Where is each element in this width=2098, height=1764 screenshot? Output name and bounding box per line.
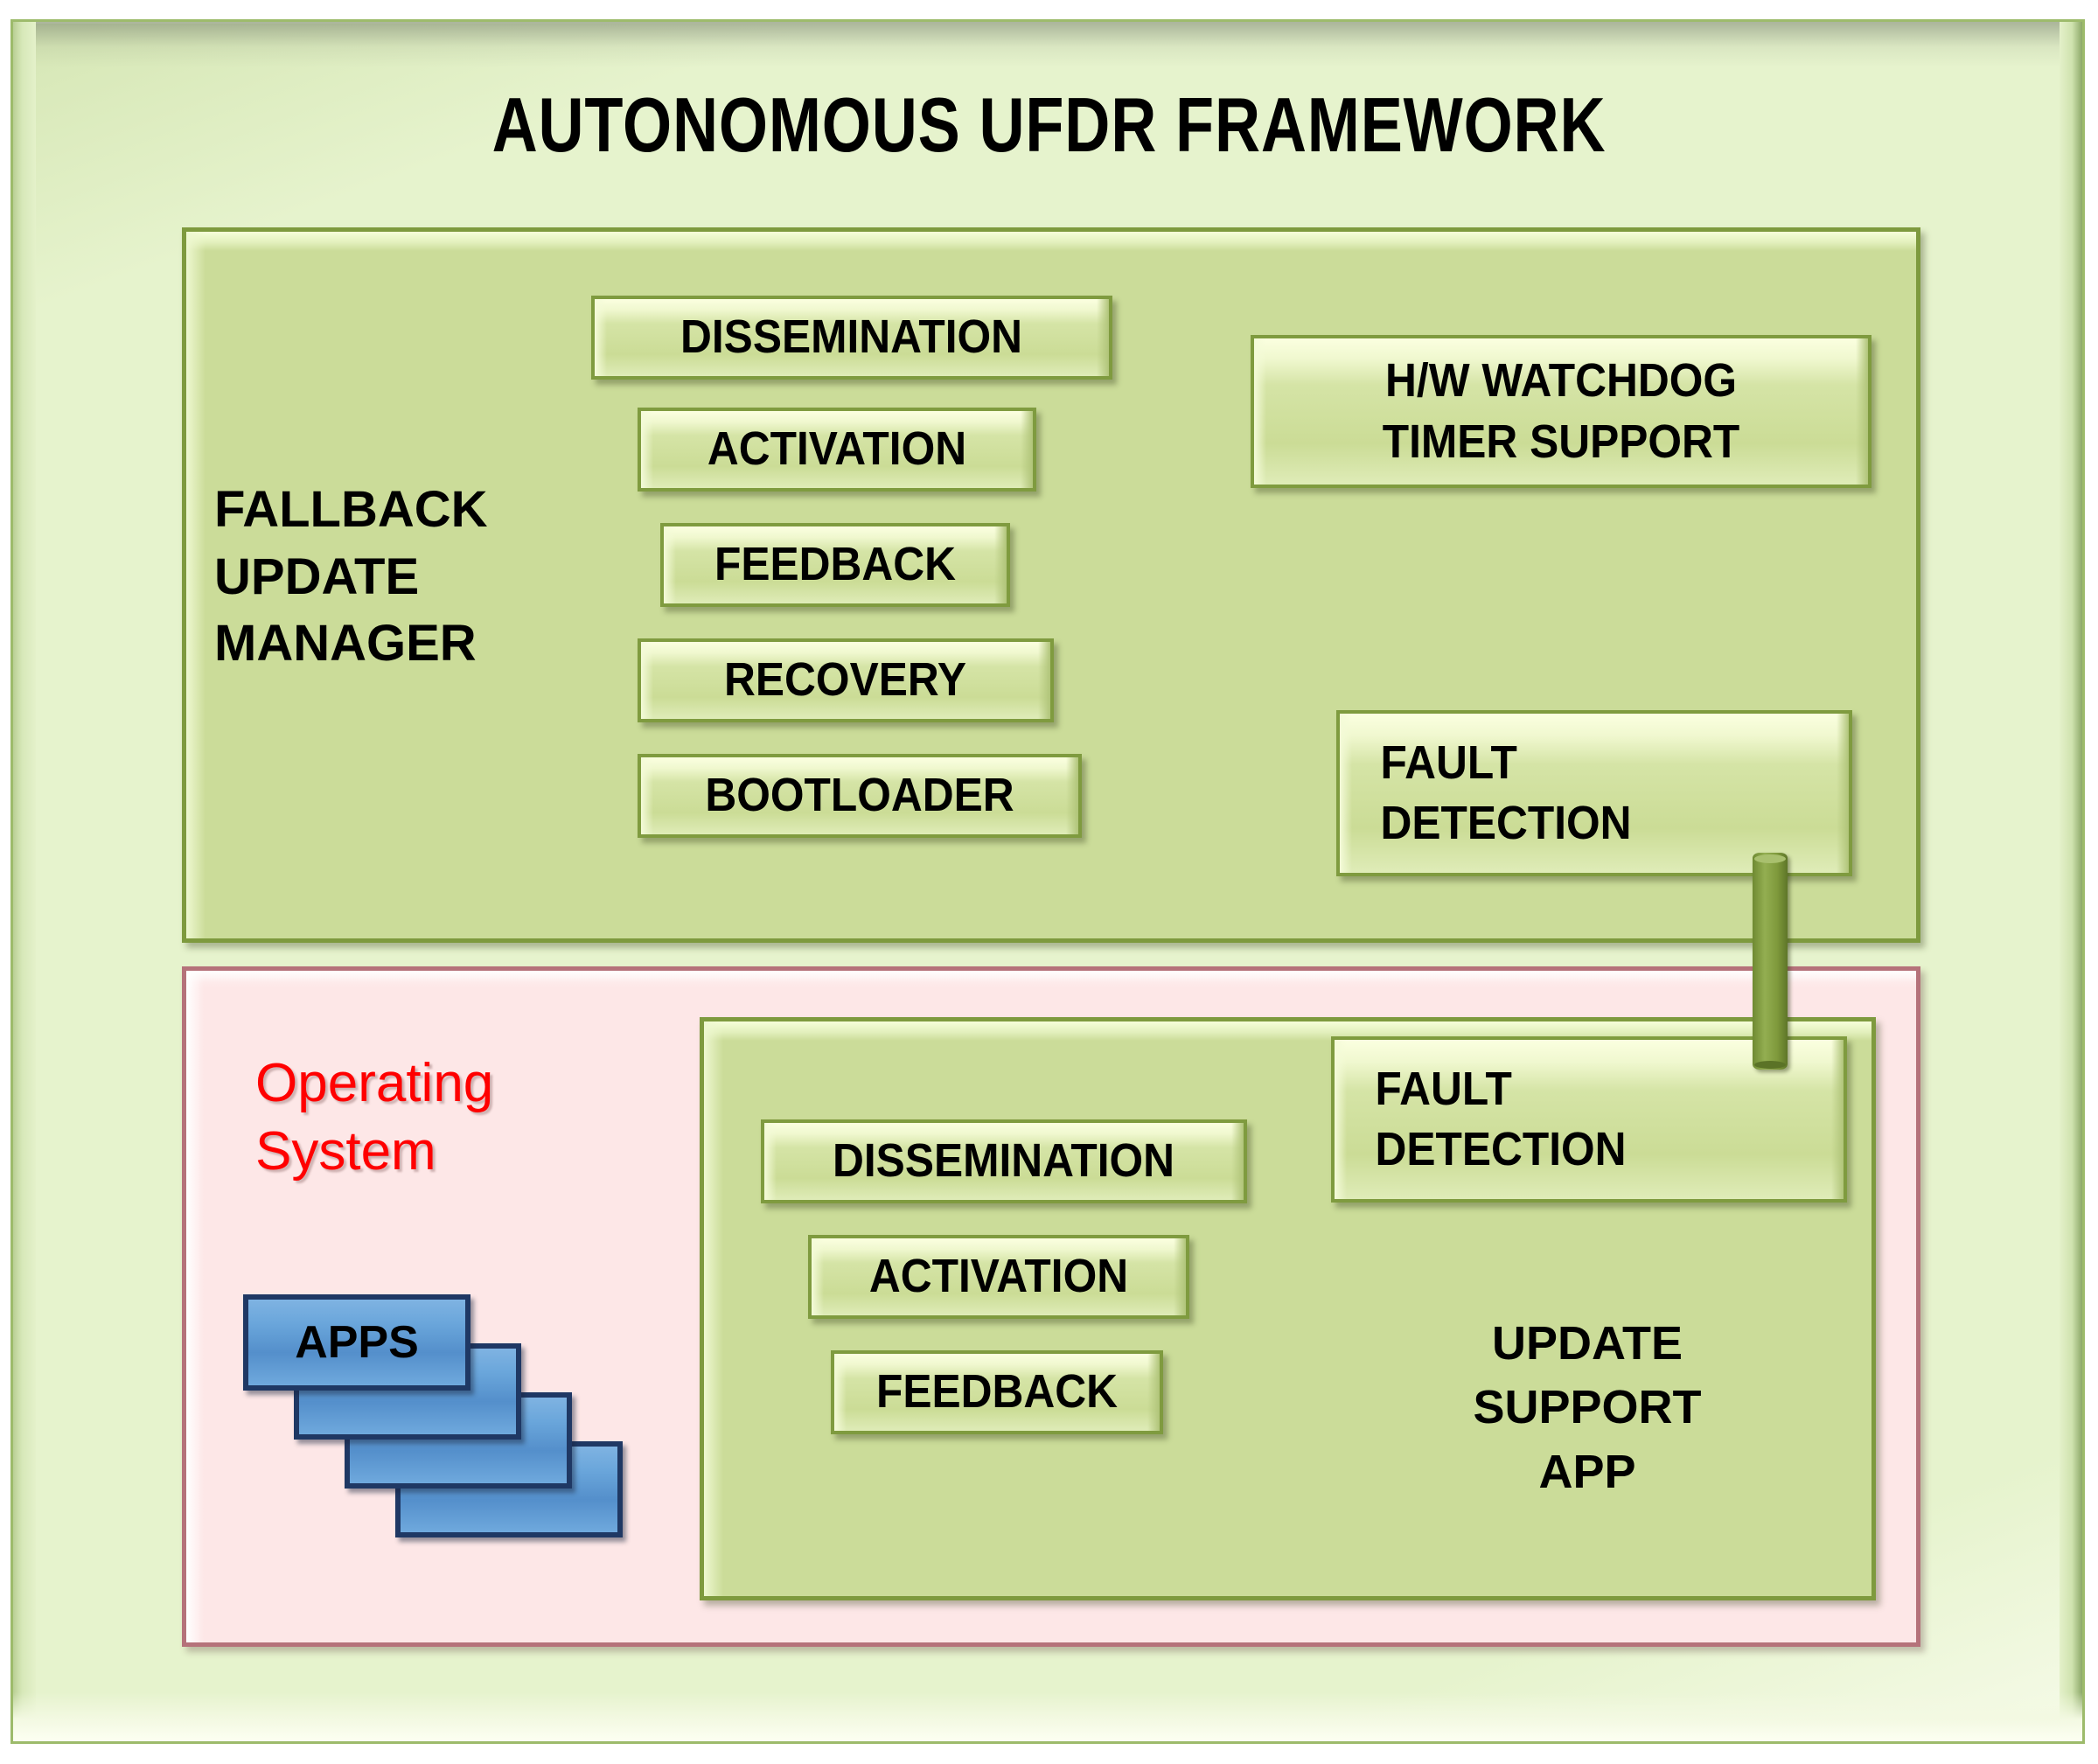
box-label: H/W WATCHDOG TIMER SUPPORT bbox=[1383, 351, 1740, 471]
watchdog-line-1: H/W WATCHDOG bbox=[1385, 354, 1737, 408]
box-activation-fum[interactable]: ACTIVATION bbox=[638, 408, 1036, 492]
fault1-line-1: FAULT bbox=[1380, 736, 1517, 789]
watchdog-line-2: TIMER SUPPORT bbox=[1382, 415, 1740, 468]
usa-line-3: APP bbox=[1538, 1445, 1636, 1498]
update-support-app-label: UPDATE SUPPORT APP bbox=[1399, 1312, 1775, 1504]
fault2-line-1: FAULT bbox=[1375, 1062, 1512, 1115]
box-label: RECOVERY bbox=[724, 653, 967, 707]
box-fault-detection-fum[interactable]: FAULT DETECTION bbox=[1336, 710, 1852, 876]
box-label: FEEDBACK bbox=[714, 538, 956, 591]
box-hw-watchdog-timer-support[interactable]: H/W WATCHDOG TIMER SUPPORT bbox=[1251, 335, 1871, 488]
box-activation-usa[interactable]: ACTIVATION bbox=[808, 1235, 1189, 1319]
os-line-1: Operating bbox=[255, 1053, 494, 1113]
fallback-update-manager-label: FALLBACK UPDATE MANAGER bbox=[214, 477, 488, 678]
fault1-line-2: DETECTION bbox=[1380, 797, 1632, 849]
frame-right-bevel bbox=[2060, 22, 2082, 1741]
box-recovery-fum[interactable]: RECOVERY bbox=[638, 638, 1054, 722]
fum-line-1: FALLBACK bbox=[214, 481, 488, 538]
box-label: FAULT DETECTION bbox=[1375, 1059, 1626, 1180]
apps-stack: APPS bbox=[243, 1294, 623, 1537]
os-line-2: System bbox=[255, 1120, 436, 1182]
box-dissemination-usa[interactable]: DISSEMINATION bbox=[761, 1119, 1247, 1203]
box-label: BOOTLOADER bbox=[705, 769, 1014, 822]
box-dissemination-fum[interactable]: DISSEMINATION bbox=[591, 296, 1112, 380]
fault2-line-2: DETECTION bbox=[1375, 1123, 1627, 1175]
usa-line-1: UPDATE bbox=[1491, 1317, 1683, 1370]
fum-line-3: MANAGER bbox=[214, 615, 477, 673]
box-feedback-usa[interactable]: FEEDBACK bbox=[831, 1350, 1163, 1434]
fum-line-2: UPDATE bbox=[214, 547, 420, 605]
box-feedback-fum[interactable]: FEEDBACK bbox=[660, 523, 1010, 607]
frame-left-bevel bbox=[13, 22, 36, 1741]
box-label: FAULT DETECTION bbox=[1380, 733, 1631, 854]
operating-system-label: Operating System bbox=[255, 1049, 493, 1185]
usa-line-2: SUPPORT bbox=[1473, 1381, 1702, 1434]
box-bootloader-fum[interactable]: BOOTLOADER bbox=[638, 754, 1082, 838]
app-card-apps[interactable]: APPS bbox=[243, 1294, 470, 1391]
box-label: DISSEMINATION bbox=[833, 1134, 1175, 1188]
fault-detection-link-cylinder bbox=[1753, 853, 1788, 1070]
box-label: ACTIVATION bbox=[707, 422, 967, 476]
page-title: AUTONOMOUS UFDR FRAMEWORK bbox=[491, 81, 1607, 168]
box-label: FEEDBACK bbox=[875, 1365, 1118, 1419]
apps-label: APPS bbox=[295, 1317, 419, 1368]
box-label: ACTIVATION bbox=[868, 1250, 1129, 1303]
box-label: DISSEMINATION bbox=[680, 310, 1023, 364]
